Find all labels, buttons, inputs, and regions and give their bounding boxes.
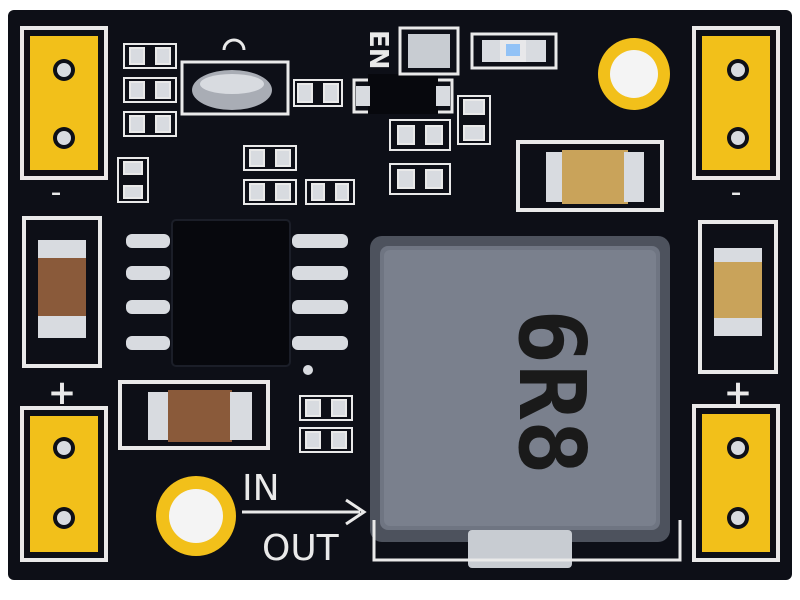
inductor-marking: 6R8 — [498, 309, 605, 475]
minus-right-label: - — [731, 175, 742, 210]
capacitor-right — [698, 220, 778, 374]
en-pad[interactable] — [398, 26, 460, 76]
diode — [180, 38, 290, 116]
in-label: IN — [242, 468, 280, 509]
transistor — [352, 74, 454, 114]
mounting-hole-bottom — [156, 476, 236, 556]
plus-left-label: + — [48, 373, 77, 413]
small-passives — [117, 43, 491, 453]
capacitor-top-right — [516, 140, 664, 212]
en-label: EN — [363, 30, 393, 70]
plus-right-label: + — [724, 373, 753, 413]
regulator-ic — [126, 219, 348, 375]
out-label: OUT — [262, 528, 340, 569]
capacitor-bottom-left — [118, 380, 270, 450]
capacitor-left — [22, 216, 102, 368]
mounting-hole-top — [598, 38, 670, 110]
pad-right-top[interactable] — [692, 26, 780, 180]
arrow-head — [345, 498, 367, 526]
status-led — [470, 32, 558, 70]
inductor: 6R8 — [370, 236, 670, 568]
minus-left-label: - — [51, 175, 62, 210]
pad-left-bottom[interactable] — [20, 406, 108, 562]
pad-left-top[interactable] — [20, 26, 108, 180]
inductor-outline — [372, 520, 682, 562]
pad-right-bottom[interactable] — [692, 404, 780, 562]
